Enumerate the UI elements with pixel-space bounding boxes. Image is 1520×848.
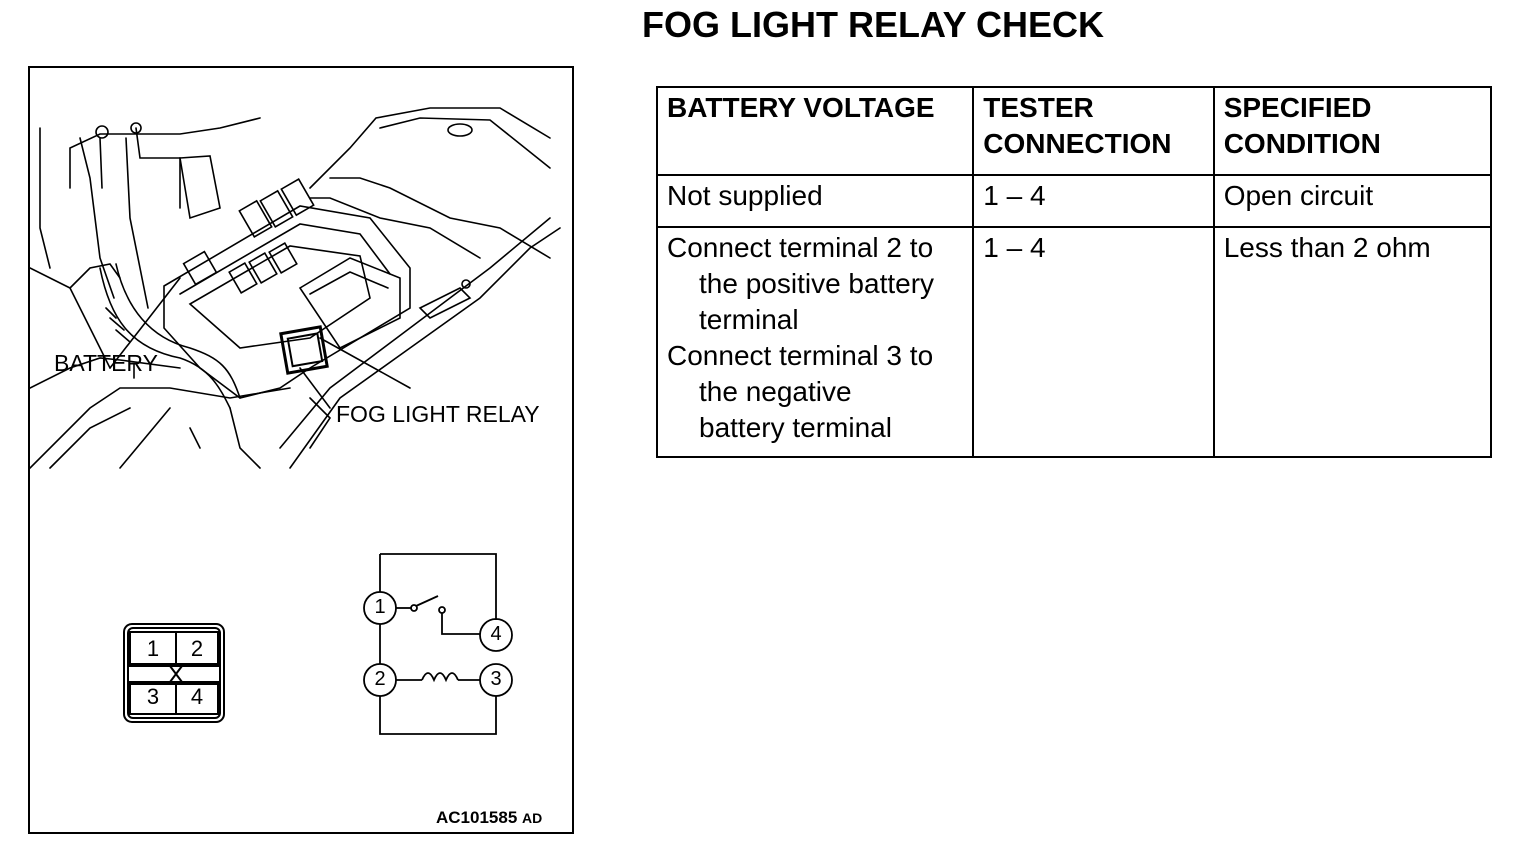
circuit-node-4: 4	[490, 623, 502, 645]
header-tester-connection: TESTER CONNECTION	[972, 86, 1215, 176]
connector-terminal-2: 2	[190, 636, 204, 661]
step-2-line-3: battery terminal	[699, 412, 892, 443]
header-specified-condition: SPECIFIED CONDITION	[1212, 86, 1493, 176]
header-tester-connection-line2: CONNECTION	[983, 128, 1172, 159]
cell-tester-connection: 1 – 4	[972, 174, 1215, 228]
page-title: FOG LIGHT RELAY CHECK	[642, 4, 1105, 45]
figure-code-suffix: AD	[522, 810, 543, 826]
figure-code: AC101585 AD	[436, 808, 542, 828]
figure-code-number: AC101585	[436, 808, 518, 827]
battery-callout: BATTERY	[54, 350, 158, 376]
connector-terminal-1: 1	[146, 636, 160, 661]
fog-light-relay-callout: FOG LIGHT RELAY	[336, 401, 540, 427]
circuit-node-1: 1	[374, 596, 386, 618]
connector-terminal-4: 4	[190, 684, 204, 709]
cell-battery-voltage: Connect terminal 2 to the positive batte…	[655, 226, 975, 458]
table-row: Connect terminal 2 to the positive batte…	[655, 226, 1493, 458]
header-battery-voltage-text: BATTERY VOLTAGE	[667, 92, 935, 123]
circuit-node-3: 3	[490, 668, 502, 690]
table-row: Not supplied 1 – 4 Open circuit	[655, 174, 1493, 228]
connector-face-diagram	[123, 623, 225, 723]
engine-compartment-illustration	[30, 107, 561, 735]
circuit-node-2: 2	[374, 668, 386, 690]
relay-location-figure: BATTERY FOG LIGHT RELAY 1 2 3 4 1 2 3 4 …	[28, 66, 574, 834]
relay-check-table: BATTERY VOLTAGE TESTER CONNECTION SPECIF…	[655, 86, 1493, 458]
step-1-line-1: Connect terminal 2 to	[667, 232, 934, 263]
step-2-line-1: Connect terminal 3 to	[667, 340, 934, 371]
step-2-line-2: the negative	[699, 376, 852, 407]
cell-battery-voltage: Not supplied	[655, 174, 975, 228]
relay-circuit-diagram	[363, 553, 513, 735]
header-battery-voltage: BATTERY VOLTAGE	[655, 86, 975, 176]
header-tester-connection-line1: TESTER	[983, 92, 1094, 123]
step-1-line-2: the positive battery	[699, 268, 935, 299]
step-1-line-3: terminal	[699, 304, 799, 335]
cell-tester-connection: 1 – 4	[972, 226, 1215, 458]
header-specified-condition-line2: CONDITION	[1223, 128, 1381, 159]
header-specified-condition-line1: SPECIFIED	[1223, 92, 1372, 123]
cell-specified-condition: Less than 2 ohm	[1212, 226, 1493, 458]
cell-specified-condition: Open circuit	[1212, 174, 1493, 228]
table-header-row: BATTERY VOLTAGE TESTER CONNECTION SPECIF…	[655, 86, 1493, 176]
connector-terminal-3: 3	[146, 684, 160, 709]
